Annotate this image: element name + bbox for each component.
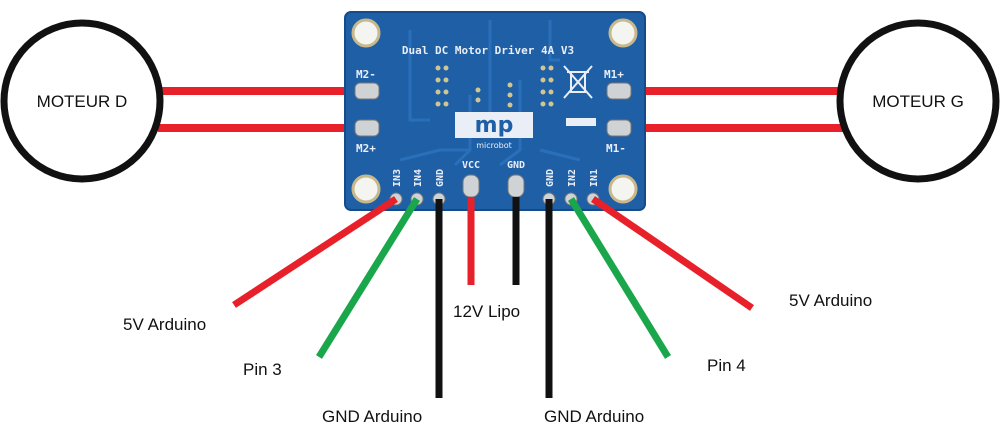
terminal-pad-m2-plus <box>354 119 380 137</box>
pin-label-in2: IN2 <box>567 169 578 187</box>
mount-hole-bl <box>351 174 381 204</box>
motor-g: MOTEUR G <box>836 19 1000 183</box>
motor-d: MOTEUR D <box>0 19 164 183</box>
terminal-label-m2-minus: M2- <box>356 68 376 81</box>
mount-hole-tr <box>608 18 638 48</box>
wire-pin3 <box>316 197 420 359</box>
terminal-pad-m1-minus <box>606 119 632 137</box>
terminal-pad-m2-minus <box>354 82 380 100</box>
wire-5v-left <box>232 196 398 308</box>
pin-label-vcc: VCC <box>462 160 480 171</box>
pin-label-gnd-power: GND <box>507 160 525 171</box>
board-title: Dual DC Motor Driver 4A V3 <box>402 44 574 57</box>
logo-subtext: microbot <box>476 141 512 150</box>
label-gnd-arduino-left: GND Arduino <box>322 407 422 426</box>
pcb-traces <box>399 20 581 167</box>
pin-pad-vcc <box>462 174 480 198</box>
pin-label-in1: IN1 <box>589 169 600 187</box>
signal-wires <box>232 196 754 398</box>
label-5v-arduino-right: 5V Arduino <box>789 291 872 310</box>
motor-g-circle <box>836 19 1000 183</box>
microbot-logo: mp microbot <box>455 112 596 150</box>
motor-d-label: MOTEUR D <box>37 92 128 111</box>
wire-pin4 <box>568 197 671 359</box>
label-pin3: Pin 3 <box>243 360 282 379</box>
label-gnd-arduino-right: GND Arduino <box>544 407 644 426</box>
mount-hole-br <box>608 174 638 204</box>
board-pcb <box>344 11 646 211</box>
pin-labels: IN3 IN4 GND VCC GND GND IN2 IN1 <box>392 160 600 187</box>
terminal-label-m1-plus: M1+ <box>604 68 624 81</box>
pin-label-in3: IN3 <box>392 169 403 187</box>
logo-text: mp <box>475 113 514 138</box>
terminal-pad-m1-plus <box>606 82 632 100</box>
label-pin4: Pin 4 <box>707 356 746 375</box>
pin-label-gnd-left: GND <box>435 169 446 187</box>
label-12v-lipo: 12V Lipo <box>453 302 520 321</box>
label-5v-arduino-left: 5V Arduino <box>123 315 206 334</box>
motor-wires <box>158 87 843 132</box>
pin-label-gnd-right: GND <box>545 169 556 187</box>
terminal-label-m1-minus: M1- <box>606 142 626 155</box>
motor-terminals <box>354 82 632 137</box>
terminal-label-m2-plus: M2+ <box>356 142 376 155</box>
motor-d-circle <box>0 19 164 183</box>
pin-pad-gnd-power <box>507 174 525 198</box>
motor-g-label: MOTEUR G <box>872 92 964 111</box>
mount-hole-tl <box>351 18 381 48</box>
wire-5v-right <box>591 196 754 311</box>
weee-bin-icon <box>563 65 593 99</box>
via-pads <box>435 65 554 108</box>
wire-labels: 5V Arduino Pin 3 GND Arduino 12V Lipo GN… <box>123 291 872 426</box>
motor-driver-board: Dual DC Motor Driver 4A V3 mp microbot <box>344 11 646 211</box>
pin-label-in4: IN4 <box>413 169 424 187</box>
